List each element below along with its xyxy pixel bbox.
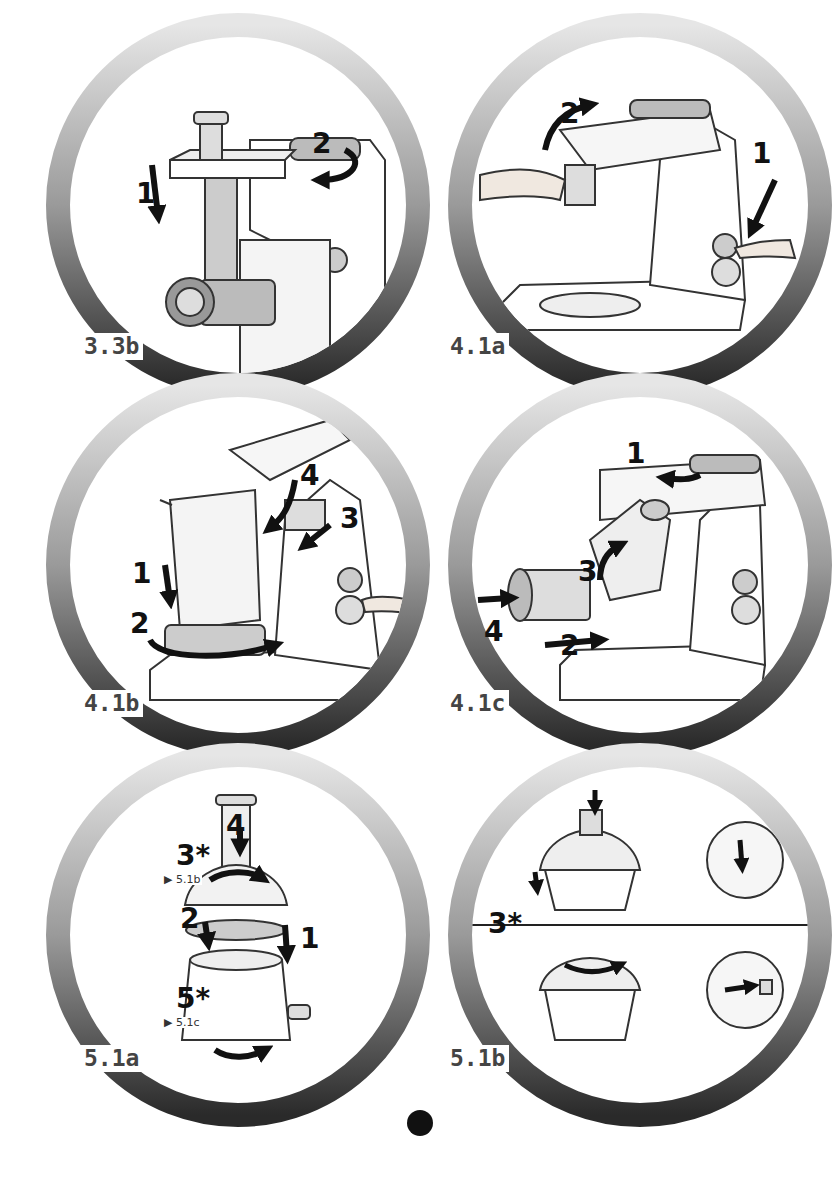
cross-reference: ▶ 5.1c: [162, 1017, 202, 1028]
callout-number: 4: [300, 462, 319, 490]
panel-label: 4.1c: [446, 690, 509, 717]
callout-number: 5*: [176, 985, 210, 1013]
callout-number: 2: [312, 130, 331, 158]
callout-number: 2: [180, 905, 199, 933]
callout-number: 1: [136, 180, 155, 208]
panel-label: 3.3b: [80, 333, 143, 360]
step-arrows: [205, 828, 287, 1057]
slicer-figure: [508, 455, 765, 700]
panel-label: 5.1a: [80, 1045, 143, 1072]
step-arrows: [535, 790, 752, 990]
step-arrows: [152, 150, 355, 215]
callout-number: 1: [132, 560, 151, 588]
step-arrows: [478, 475, 700, 645]
callout-number: 3: [340, 505, 359, 533]
mixer-figure: [480, 100, 795, 330]
lock-figure: [470, 810, 810, 1040]
panel-label: 4.1a: [446, 333, 509, 360]
blender-figure: [150, 420, 415, 700]
callout-number: 2: [560, 632, 579, 660]
callout-number: 2: [130, 610, 149, 638]
callout-number: 1: [626, 440, 645, 468]
panel-label: 4.1b: [80, 690, 143, 717]
panel-label: 5.1b: [446, 1045, 509, 1072]
callout-number: 4: [484, 618, 503, 646]
page-dot: [407, 1110, 433, 1136]
cross-reference: ▶ 5.1b: [162, 874, 202, 885]
callout-number: 3*: [488, 910, 522, 938]
callout-number: 4: [226, 812, 245, 840]
step-arrows: [545, 105, 775, 230]
callout-number: 1: [752, 140, 771, 168]
callout-number: 2: [560, 100, 579, 128]
callout-number: 3*: [176, 842, 210, 870]
panel-rings: [58, 25, 820, 1115]
mincer-figure: [166, 112, 385, 400]
callout-number: 1: [300, 925, 319, 953]
step-arrows: [150, 480, 330, 656]
callout-number: 3: [578, 558, 597, 586]
